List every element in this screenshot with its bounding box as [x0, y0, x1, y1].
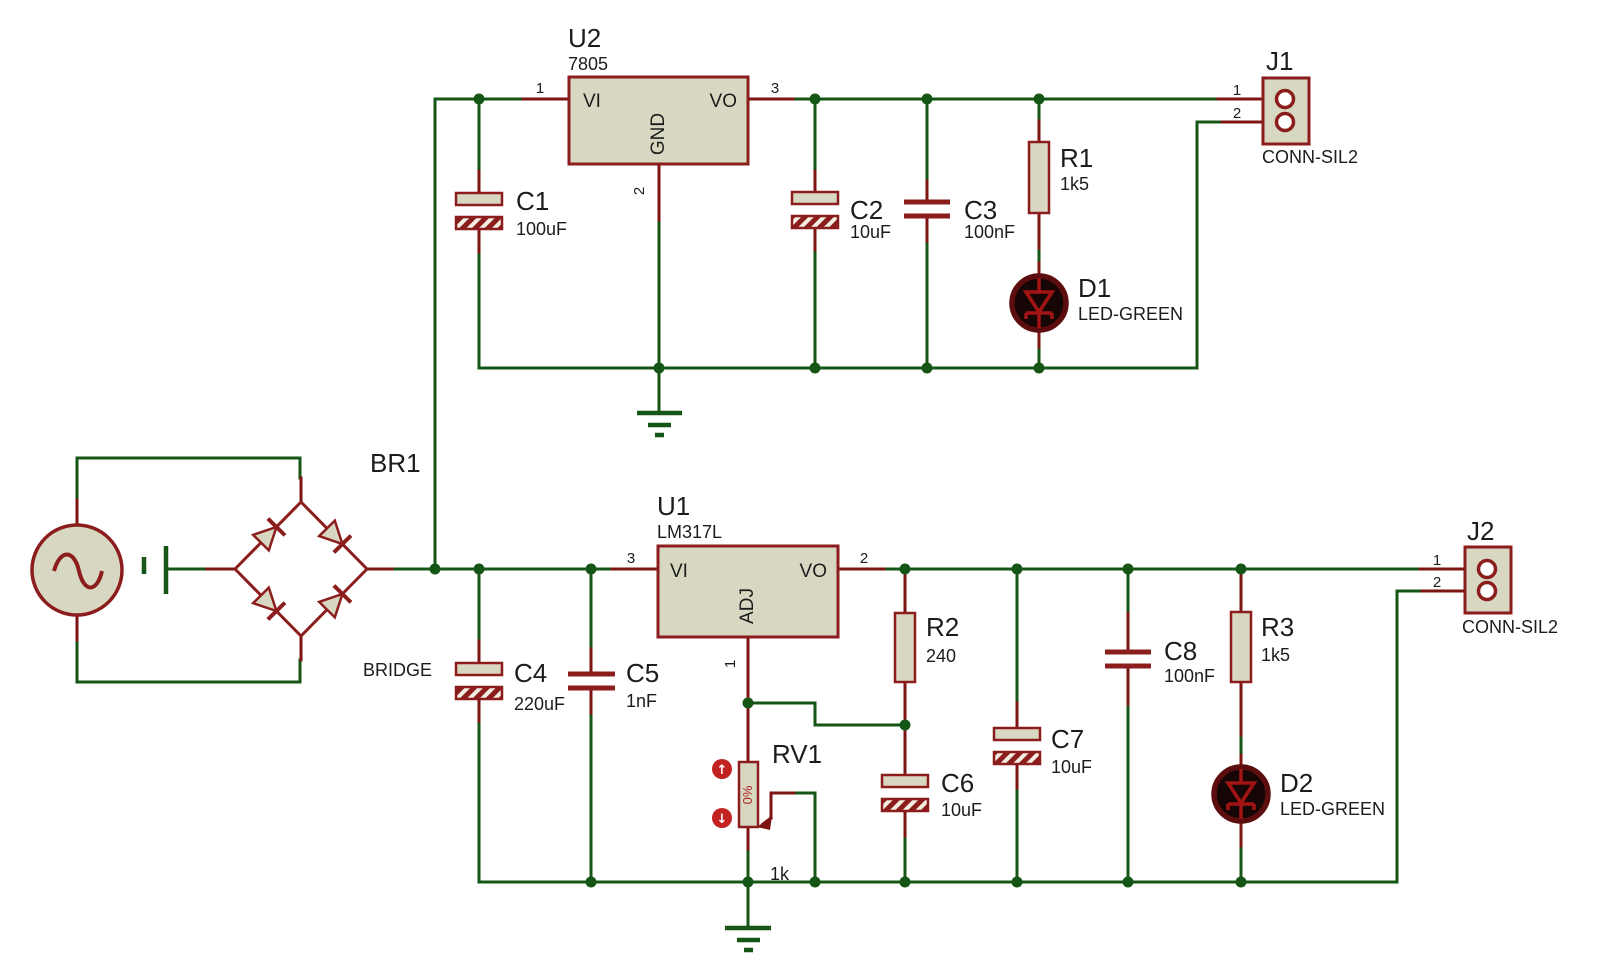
c3-value-label: 100nF — [964, 222, 1015, 242]
capacitor-c8[interactable]: C8 100nF — [1105, 636, 1215, 686]
rv1-wiper-arrowhead — [757, 816, 772, 830]
j1-pin2-number: 2 — [1233, 105, 1241, 122]
regulator-u2[interactable]: VI VO GND U2 7805 1 3 2 — [536, 23, 779, 195]
r3-value-label: 1k5 — [1261, 645, 1290, 665]
ac-source[interactable] — [30, 523, 124, 617]
u1-pin1-number: 1 — [722, 660, 739, 668]
c5-ref-label: C5 — [626, 658, 659, 688]
d2-ref-label: D2 — [1280, 768, 1313, 798]
regulator-u1[interactable]: VI VO ADJ U1 LM317L 3 2 1 — [627, 491, 868, 668]
j2-value-label: CONN-SIL2 — [1462, 617, 1558, 637]
potentiometer-rv1[interactable]: 0% ↑ ↓ RV1 1k — [712, 739, 822, 884]
ground-symbol-top[interactable] — [637, 410, 682, 438]
bridge-diode-bottom-right — [316, 584, 353, 620]
c4-ref-label: C4 — [514, 658, 547, 688]
connector-j1[interactable]: J1 CONN-SIL2 1 2 — [1233, 46, 1358, 167]
resistor-r1[interactable]: R1 1k5 — [1027, 140, 1093, 215]
u2-pin2-number: 2 — [631, 187, 648, 195]
u2-pin-vi-label: VI — [583, 91, 601, 112]
bridge-diode-left-top — [250, 517, 287, 553]
br1-ref-label: BR1 — [370, 448, 421, 478]
u1-pin-vo-label: VO — [800, 561, 827, 582]
j1-ref-label: J1 — [1266, 46, 1293, 76]
u1-pin2-number: 2 — [860, 550, 868, 567]
arrow-up-icon: ↑ — [717, 763, 728, 778]
rv1-ref-label: RV1 — [772, 739, 822, 769]
junction-dots — [429, 93, 1247, 888]
d1-value-label: LED-GREEN — [1078, 304, 1183, 324]
capacitor-c3[interactable]: C3 100nF — [904, 195, 1015, 242]
j1-pin1-pad — [1274, 88, 1296, 110]
u2-pin1-number: 1 — [536, 80, 544, 97]
d2-value-label: LED-GREEN — [1280, 799, 1385, 819]
connector-j2[interactable]: J2 CONN-SIL2 1 2 — [1433, 516, 1558, 637]
j1-pin1-number: 1 — [1233, 82, 1241, 99]
j2-pin1-pad — [1476, 558, 1498, 580]
rv1-position-label: 0% — [740, 785, 755, 804]
capacitor-c4[interactable]: C4 220uF — [454, 658, 565, 714]
c8-value-label: 100nF — [1164, 666, 1215, 686]
j2-pin2-pad — [1476, 580, 1498, 602]
led-d1[interactable]: D1 LED-GREEN — [1009, 273, 1183, 333]
c6-value-label: 10uF — [941, 800, 982, 820]
r2-ref-label: R2 — [926, 612, 959, 642]
ground-symbol-bridge-left[interactable] — [141, 546, 169, 594]
c1-value-label: 100uF — [516, 219, 567, 239]
c6-ref-label: C6 — [941, 768, 974, 798]
c3-ref-label: C3 — [964, 195, 997, 225]
u2-pin3-number: 3 — [771, 80, 779, 97]
led-d2[interactable]: D2 LED-GREEN — [1211, 764, 1385, 824]
capacitor-c6[interactable]: C6 10uF — [880, 768, 982, 820]
u1-pin-adj-label: ADJ — [737, 588, 758, 624]
j1-value-label: CONN-SIL2 — [1262, 147, 1358, 167]
j2-pin2-number: 2 — [1433, 574, 1441, 591]
bridge-rectifier-br1[interactable]: BR1 BRIDGE — [233, 448, 432, 680]
rv1-increase-button[interactable]: ↑ — [712, 759, 732, 779]
u1-pin3-number: 3 — [627, 550, 635, 567]
c4-value-label: 220uF — [514, 694, 565, 714]
c7-ref-label: C7 — [1051, 724, 1084, 754]
bridge-diode-top-right — [316, 518, 353, 554]
u1-value-label: LM317L — [657, 522, 722, 542]
r1-value-label: 1k5 — [1060, 174, 1089, 194]
bridge-diode-left-bottom — [250, 585, 287, 621]
arrow-down-icon: ↓ — [717, 812, 728, 827]
ground-symbol-bottom[interactable] — [725, 925, 771, 953]
capacitor-c7[interactable]: C7 10uF — [992, 724, 1092, 777]
br1-value-label: BRIDGE — [363, 660, 432, 680]
rv1-decrease-button[interactable]: ↓ — [712, 808, 732, 828]
c2-ref-label: C2 — [850, 195, 883, 225]
capacitor-c1[interactable]: C1 100uF — [454, 186, 567, 239]
j2-pin1-number: 1 — [1433, 552, 1441, 569]
c7-value-label: 10uF — [1051, 757, 1092, 777]
u1-ref-label: U1 — [657, 491, 690, 521]
c8-ref-label: C8 — [1164, 636, 1197, 666]
c1-ref-label: C1 — [516, 186, 549, 216]
r2-value-label: 240 — [926, 646, 956, 666]
r1-ref-label: R1 — [1060, 143, 1093, 173]
r3-ref-label: R3 — [1261, 612, 1294, 642]
c5-value-label: 1nF — [626, 691, 657, 711]
capacitor-c2[interactable]: C2 10uF — [790, 190, 891, 242]
u2-pin-vo-label: VO — [710, 91, 737, 112]
u2-pin-gnd-label: GND — [648, 113, 669, 155]
d1-ref-label: D1 — [1078, 273, 1111, 303]
j2-ref-label: J2 — [1467, 516, 1494, 546]
resistor-r3[interactable]: R3 1k5 — [1229, 610, 1294, 684]
rv1-value-label: 1k — [770, 864, 790, 884]
u2-value-label: 7805 — [568, 54, 608, 74]
resistor-r2[interactable]: R2 240 — [893, 611, 959, 684]
sine-wave-icon — [52, 552, 104, 590]
j1-pin2-pad — [1274, 111, 1296, 133]
u1-pin-vi-label: VI — [670, 561, 688, 582]
capacitor-c5[interactable]: C5 1nF — [568, 658, 659, 711]
u2-ref-label: U2 — [568, 23, 601, 53]
wire-net-green — [75, 97, 1424, 928]
c2-value-label: 10uF — [850, 222, 891, 242]
wire-net-pins — [75, 97, 1481, 851]
